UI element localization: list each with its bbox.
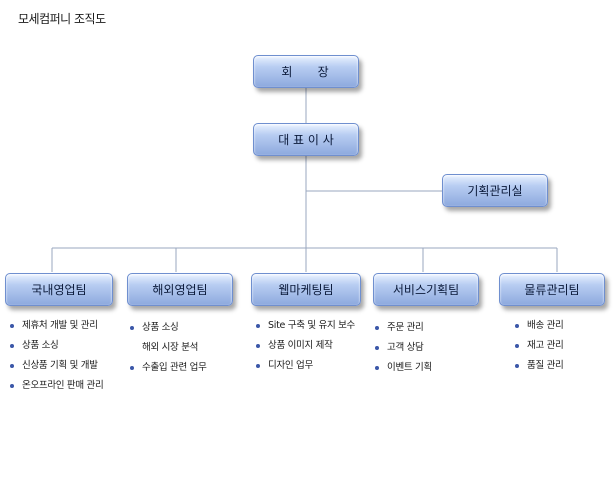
- domestic-duties-list: 제휴처 개발 및 관리 상품 소싱 신상품 기획 및 개발 온오프라인 판매 관…: [10, 316, 104, 396]
- overseas-sales-team-box: 해외영업팀: [127, 273, 233, 306]
- list-item: 품질 관리: [515, 356, 564, 376]
- list-item: 재고 관리: [515, 336, 564, 356]
- list-item: 상품 소싱: [130, 318, 207, 338]
- web-marketing-team-box: 웹마케팅팀: [251, 273, 361, 306]
- list-item: 온오프라인 판매 관리: [10, 376, 104, 396]
- list-item: 주문 관리: [375, 318, 432, 338]
- logistics-team-box: 물류관리팀: [499, 273, 605, 306]
- service-duties-list: 주문 관리 고객 상담 이벤트 기획: [375, 318, 432, 378]
- list-item: 상품 이미지 제작: [256, 336, 355, 356]
- list-item: 신상품 기획 및 개발: [10, 356, 103, 376]
- list-item: 상품 소싱: [10, 336, 103, 356]
- list-item: Site 구축 및 유지 보수: [256, 316, 355, 336]
- list-item: 고객 상담: [375, 338, 432, 358]
- list-item: 제휴처 개발 및 관리: [10, 316, 103, 336]
- list-item: 배송 관리: [515, 316, 564, 336]
- service-planning-team-box: 서비스기획팀: [373, 273, 479, 306]
- chairman-box: 회 장: [253, 55, 359, 88]
- list-item: 이벤트 기획: [375, 358, 432, 378]
- ceo-box: 대 표 이 사: [253, 123, 359, 156]
- planning-office-box: 기획관리실: [442, 174, 548, 207]
- domestic-sales-team-box: 국내영업팀: [5, 273, 113, 306]
- web-marketing-duties-list: Site 구축 및 유지 보수 상품 이미지 제작 디자인 업무: [256, 316, 355, 376]
- logistics-duties-list: 배송 관리 재고 관리 품질 관리: [515, 316, 564, 376]
- list-item: 디자인 업무: [256, 356, 355, 376]
- page-title: 모세컴퍼니 조직도: [18, 12, 106, 26]
- overseas-duties-list: 상품 소싱 해외 시장 분석 수출입 관련 업무: [130, 318, 207, 378]
- list-item: 해외 시장 분석: [142, 342, 199, 353]
- list-item: 수출입 관련 업무: [130, 358, 207, 378]
